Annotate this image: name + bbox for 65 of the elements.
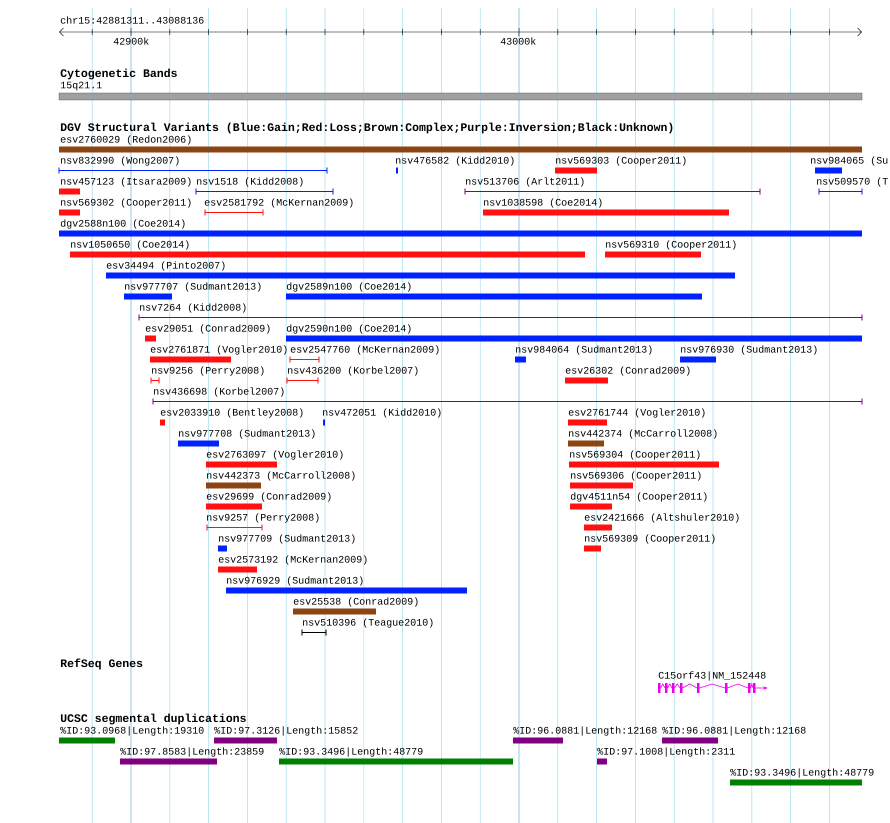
feature-label: esv2581792 (McKernan2009): [204, 198, 353, 208]
feature-label: nsv984064 (Sudmant2013): [516, 345, 652, 355]
feature-label: nsv569304 (Cooper2011): [570, 450, 700, 460]
feature-label: nsv977709 (Sudmant2013): [219, 534, 355, 544]
feature-label: %ID:96.0881|Length:12168: [513, 726, 657, 736]
feature-label: nsv509570 (T: [817, 177, 888, 187]
track-heading: Cytogenetic Bands: [60, 68, 177, 80]
feature-label: nsv442373 (McCarroll2008): [207, 471, 355, 481]
feature-label: esv2033910 (Bentley2008): [160, 408, 303, 418]
feature-label: nsv977707 (Sudmant2013): [125, 282, 261, 292]
feature-label: dgv2589n100 (Coe2014): [286, 282, 411, 292]
feature-label: %ID:93.3496|Length:48779: [730, 768, 874, 778]
feature-label: nsv569310 (Cooper2011): [606, 240, 736, 250]
feature-label: nsv472051 (Kidd2010): [323, 408, 441, 418]
feature-label: nsv476582 (Kidd2010): [396, 156, 514, 166]
feature-label: esv29699 (Conrad2009): [206, 492, 331, 502]
feature-label: esv26302 (Conrad2009): [566, 366, 690, 376]
feature-label: esv2421666 (Altshuler2010): [584, 513, 739, 523]
feature-label: nsv436200 (Korbel2007): [288, 366, 418, 376]
feature-label: nsv976930 (Sudmant2013): [681, 345, 817, 355]
feature-label: esv2760029 (Redon2006): [60, 135, 191, 145]
track-heading: DGV Structural Variants (Blue:Gain;Red:Loss;Brown:Complex;Purple:Inversion;Black:Unknown): [60, 122, 672, 134]
feature-label: nsv9257 (Perry2008): [207, 513, 319, 523]
track-heading: UCSC segmental duplications: [60, 714, 246, 724]
feature-label: %ID:97.3126|Length:15852: [214, 726, 358, 736]
feature-label: nsv513706 (Arlt2011): [466, 177, 584, 187]
feature-label: nsv569306 (Cooper2011): [571, 471, 701, 481]
track-heading: RefSeq Genes: [60, 658, 142, 670]
gene-label: C15orf43|NM_152448: [658, 671, 766, 681]
feature-label: dgv2590n100 (Coe2014): [286, 324, 411, 334]
feature-label: esv2761871 (Vogler2010): [150, 345, 287, 355]
feature-label: dgv4511n54 (Cooper2011): [570, 492, 707, 502]
feature-label: nsv569302 (Cooper2011): [61, 198, 191, 208]
feature-label: nsv7264 (Kidd2008): [140, 303, 246, 313]
feature-label: esv2763097 (Vogler2010): [206, 450, 343, 460]
feature-label: esv2761744 (Vogler2010): [568, 408, 705, 418]
feature-label: nsv436698 (Korbel2007): [154, 387, 284, 397]
feature-label: %ID:93.3496|Length:48779: [279, 747, 423, 757]
band-label: 15q21.1: [60, 82, 102, 90]
feature-label: nsv569309 (Cooper2011): [585, 534, 715, 544]
feature-label: nsv1050650 (Coe2014): [71, 240, 189, 250]
ruler-label: chr15:42881311..43088136: [60, 16, 204, 24]
feature-label: %ID:93.0968|Length:19310: [60, 726, 204, 736]
feature-label: esv2547760 (McKernan2009): [290, 345, 439, 355]
feature-label: nsv976929 (Sudmant2013): [227, 576, 363, 586]
feature-label: nsv1038598 (Coe2014): [484, 198, 602, 208]
feature-label: esv34494 (Pinto2007): [106, 261, 225, 271]
feature-label: %ID:97.8583|Length:23859: [120, 747, 264, 757]
ruler-label: 43000k: [500, 37, 536, 45]
feature-label: nsv977708 (Sudmant2013): [179, 429, 315, 439]
feature-label: esv25538 (Conrad2009): [294, 597, 418, 607]
feature-label: esv29051 (Conrad2009): [146, 324, 270, 334]
feature-label: esv2573192 (McKernan2009): [218, 555, 367, 565]
feature-label: nsv510396 (Teague2010): [303, 618, 433, 628]
feature-label: dgv2588n100 (Coe2014): [60, 219, 185, 229]
feature-label: nsv442374 (McCarroll2008): [569, 429, 717, 439]
feature-label: nsv569303 (Cooper2011): [556, 156, 686, 166]
feature-label: nsv832990 (Wong2007): [61, 156, 179, 166]
feature-label: nsv1518 (Kidd2008): [197, 177, 303, 187]
ruler-label: 42900k: [114, 37, 149, 45]
feature-label: nsv9256 (Perry2008): [152, 366, 264, 376]
feature-label: nsv457123 (Itsara2009): [61, 177, 191, 187]
feature-label: %ID:96.0881|Length:12168: [662, 726, 806, 736]
feature-label: nsv984065 (Su: [811, 156, 888, 166]
feature-label: %ID:97.1008|Length:2311: [597, 747, 735, 757]
